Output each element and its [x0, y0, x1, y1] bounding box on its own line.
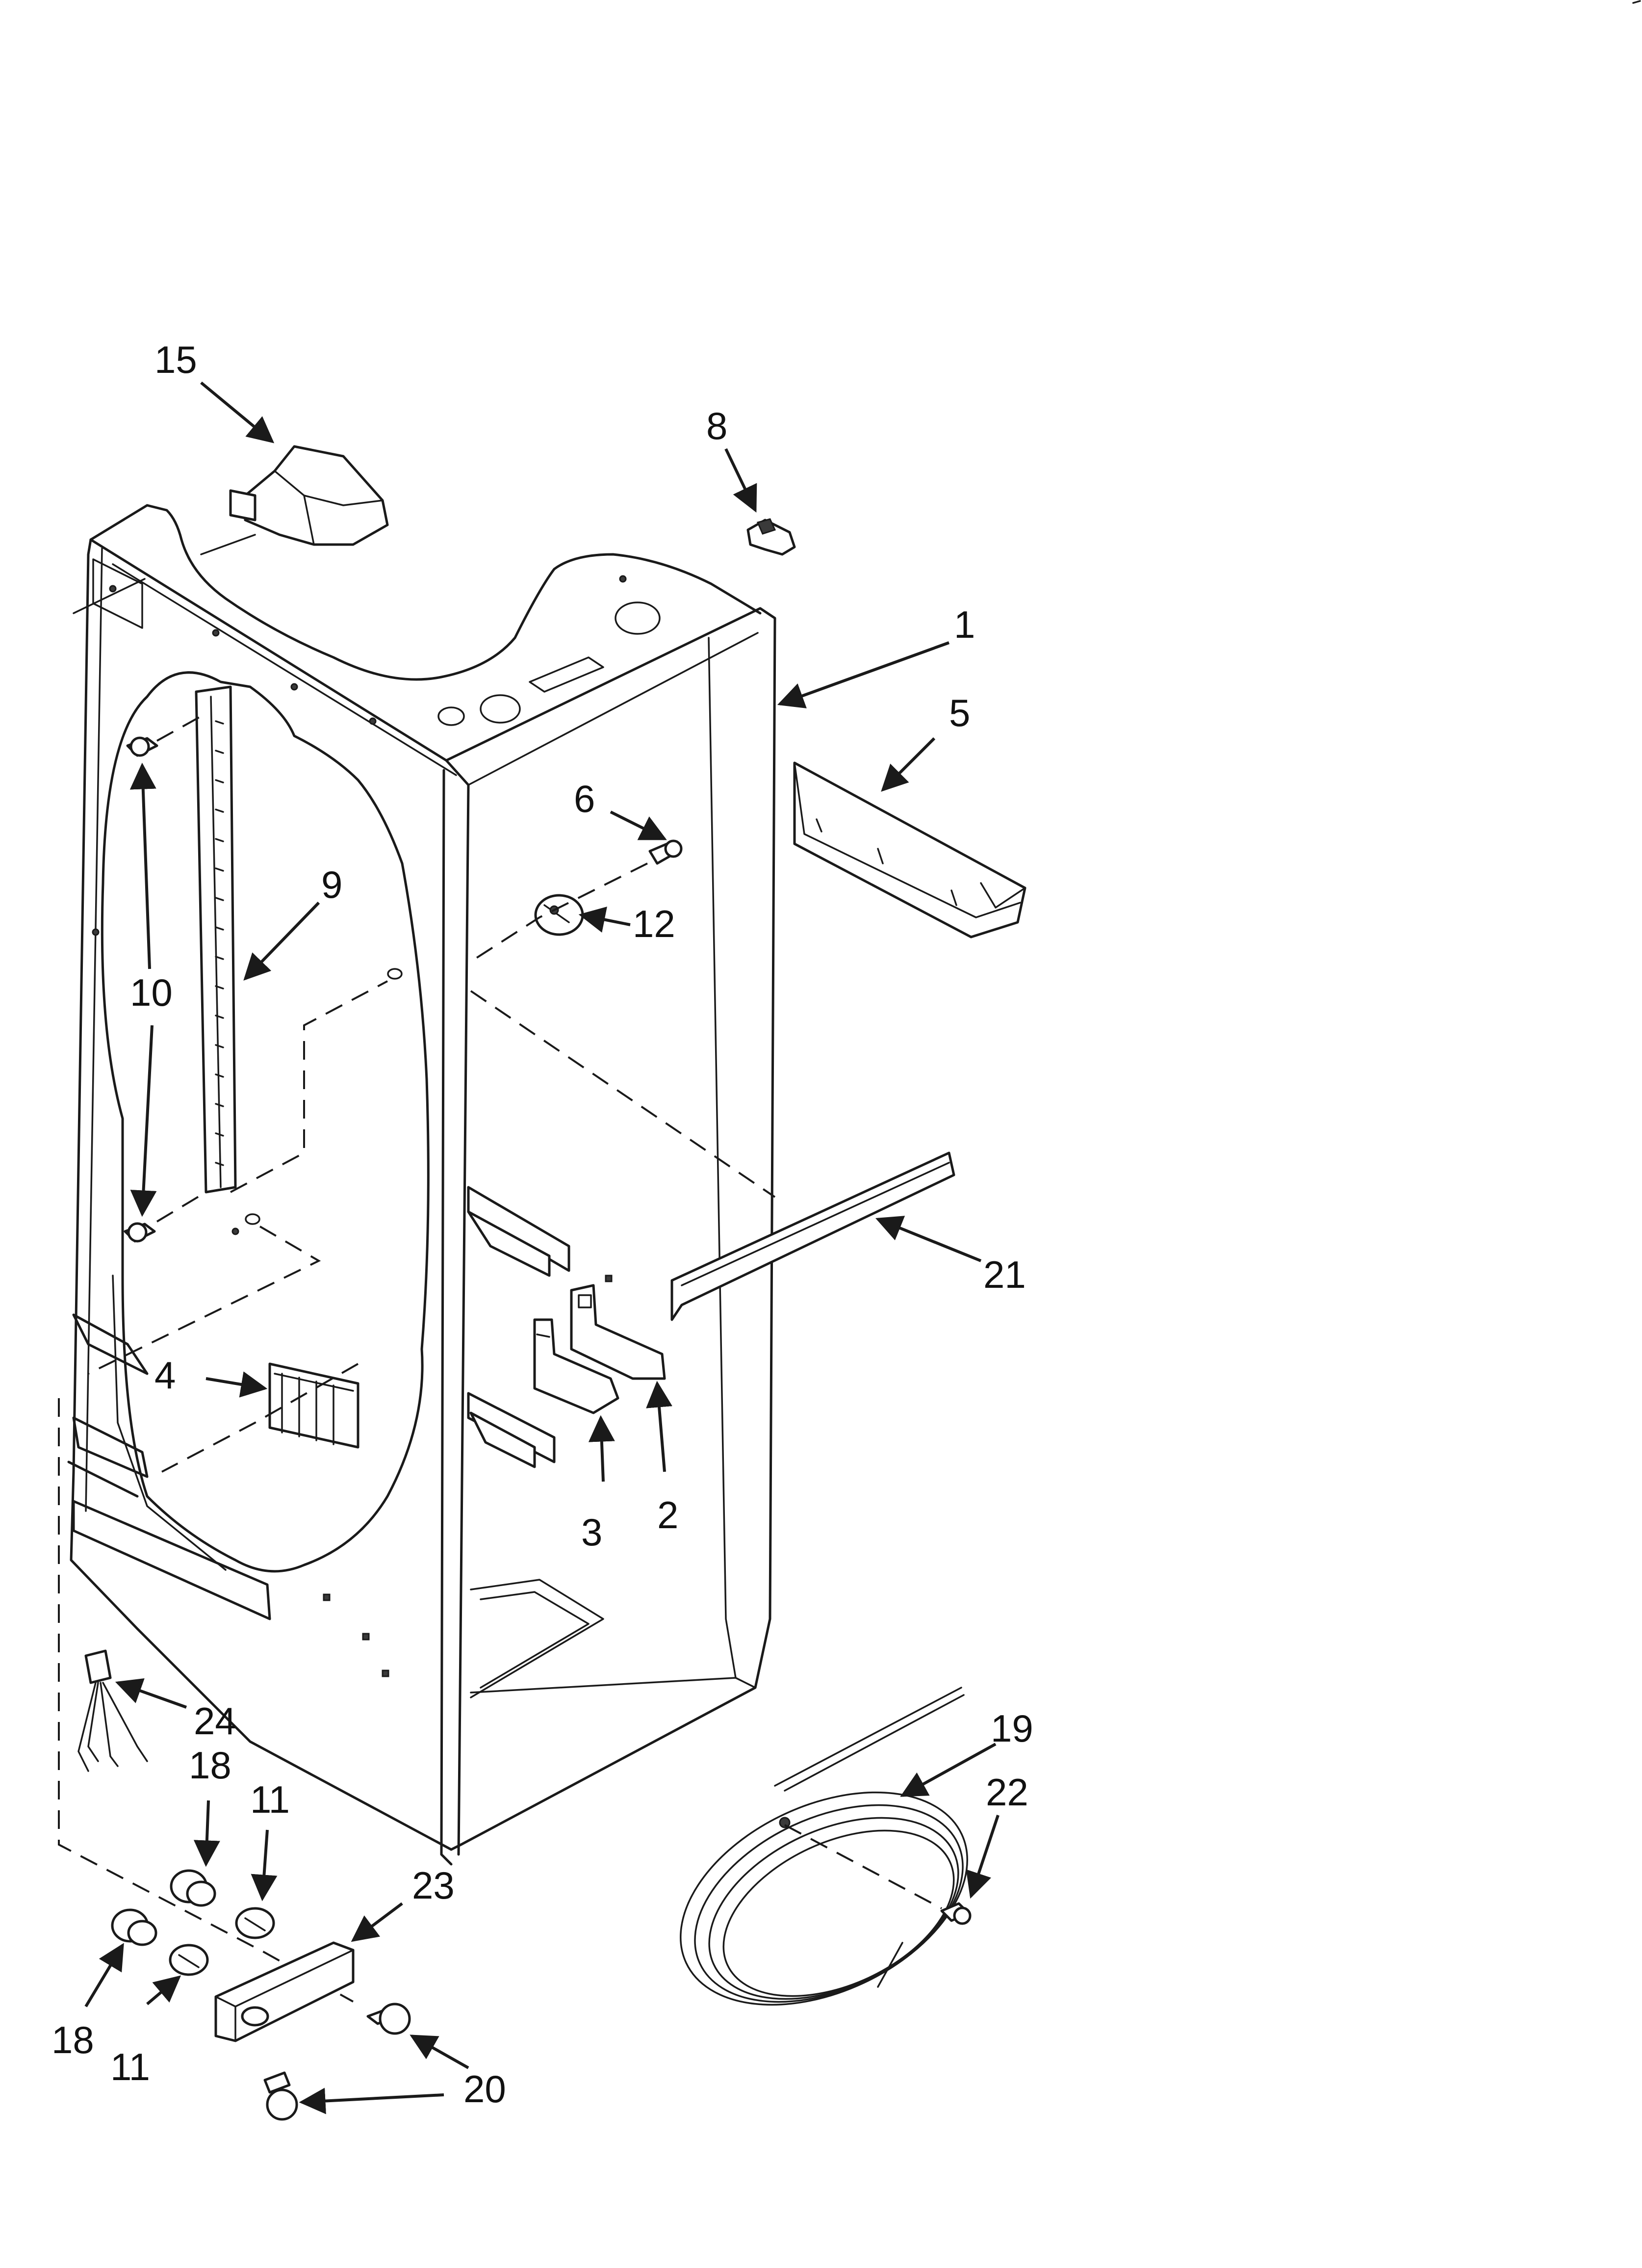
callout-6: 6 [574, 777, 595, 820]
callout-23: 23 [412, 1864, 455, 1907]
part-6-screw [648, 839, 683, 865]
part-10-screws [124, 736, 158, 1243]
dashed-guide-10a [156, 715, 202, 742]
part-19-tubing-coil [680, 1687, 968, 2006]
callout-9: 9 [321, 863, 342, 906]
dashed-guide-10b [156, 1191, 207, 1223]
callout-11-upper: 11 [250, 1778, 290, 1821]
callout-20: 20 [463, 2067, 506, 2111]
corner-mark [1632, 0, 1641, 4]
callout-21: 21 [983, 1253, 1026, 1296]
dashed-guide-6-12 [470, 862, 648, 963]
part-2-bracket [570, 1284, 666, 1380]
callout-15: 15 [154, 338, 197, 381]
part-4-vent [268, 1362, 359, 1449]
dashed-guide-22 [784, 1824, 942, 1909]
part-18-knob-upper [170, 1869, 216, 1907]
callout-18-upper: 18 [189, 1744, 231, 1787]
part-11-switch-lower [169, 1944, 209, 1976]
part-3-bracket [533, 1318, 619, 1414]
callout-5: 5 [949, 691, 970, 734]
part-15-control-housing [200, 445, 389, 555]
callout-10: 10 [130, 971, 173, 1014]
callout-numbers: 15 8 1 5 6 12 9 10 21 4 3 2 19 22 24 18 … [51, 338, 1033, 2111]
dashed-guide-lower [58, 1398, 354, 2003]
callout-4: 4 [154, 1354, 176, 1397]
part-8-clip [746, 518, 796, 556]
callout-11-lower: 11 [110, 2045, 150, 2088]
callout-24: 24 [194, 1699, 236, 1743]
part-20-screw-upper [366, 2003, 411, 2035]
part-20-screw-lower [263, 2071, 298, 2121]
leader-arrows [84, 381, 1000, 2114]
part-24-wire-harness [77, 1649, 148, 1772]
dashed-guide-9 [230, 980, 388, 1193]
dashed-guide-4 [88, 1225, 321, 1375]
part-23-control-box [214, 1941, 355, 2042]
part-9-shelf-ladder [195, 685, 237, 1194]
callout-8: 8 [706, 404, 727, 447]
part-11-switch-upper [235, 1907, 275, 1939]
callout-2: 2 [657, 1493, 678, 1537]
part-18-knob-lower [111, 1908, 157, 1946]
dashed-guide-4b [161, 1363, 359, 1473]
dashed-guide-21 [470, 990, 776, 1198]
part-12-knob [534, 894, 584, 936]
callout-18-lower: 18 [51, 2018, 94, 2061]
cabinet-liner [67, 504, 776, 1866]
callout-1: 1 [954, 603, 975, 646]
part-5-channel [793, 761, 1026, 938]
part-22-screw [940, 1902, 972, 1925]
callout-3: 3 [581, 1511, 602, 1554]
callout-22: 22 [986, 1771, 1028, 1814]
callout-12: 12 [633, 902, 675, 945]
callout-19: 19 [991, 1707, 1033, 1750]
part-21-bar [670, 1151, 955, 1321]
